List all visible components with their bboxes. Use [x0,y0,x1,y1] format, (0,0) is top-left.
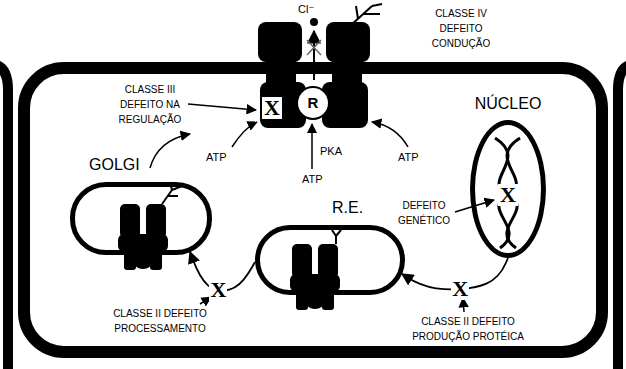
label-holder: PKA [320,144,342,158]
chloride-ion [310,18,318,26]
label-holder: ATP [206,150,227,164]
golgi-protein [118,204,168,270]
channel-subunit [332,56,362,86]
regulatory-domain-circle: R [296,86,330,120]
glycan-branch [356,6,358,19]
glycan-branch [372,4,382,6]
er-organelle: R.E. [255,225,405,295]
cftr-channel [258,22,370,128]
defect-class-label: CLASSE III DEFEITO NA REGULAÇÃO [112,82,188,127]
glycan-branch [364,13,380,15]
conduction-cross [307,40,321,55]
defect-mark: X [498,184,518,206]
conduction-cross [307,40,321,55]
chloride-flow-arrow [313,31,315,80]
dna-strand [499,138,520,248]
glycan-branch [168,195,178,197]
atp-arrow [372,122,408,147]
label-holder: X [451,278,469,300]
label-holder: ATP [302,172,323,186]
channel-subunit [266,56,296,86]
atp-label: ATP [302,172,323,186]
label-holder: X [262,97,282,119]
organelle-name: NÚCLEO [458,95,558,113]
label-holder: CLASSE IV DEFEITO CONDUÇÃO [428,6,494,51]
glycan-branch [336,230,341,236]
protein-part [292,244,312,278]
domain-letter: R [298,88,328,118]
golgi-organelle: GOLGI [70,182,212,255]
organelle-name: GOLGI [89,156,169,174]
atp-label: ATP [398,150,419,164]
protein-part [318,244,338,278]
defect-mark: X [209,279,227,301]
label-holder: CLASSE III DEFEITO NA REGULAÇÃO [112,82,188,127]
ion-label: Cl⁻ [298,2,314,16]
atp-label: ATP [206,150,227,164]
glycan-stub [332,230,341,244]
glycan-branch [350,6,372,26]
protein-part [146,204,166,238]
label-holder: ATP [398,150,419,164]
glycan-branch [332,230,336,236]
leader-arrow [188,104,256,110]
defect-class-label: CLASSE IV DEFEITO CONDUÇÃO [428,6,494,51]
defect-mark: X [262,97,282,119]
neighbour-cell-membrane [618,64,626,369]
label-holder: DEFEITO GENÉTICO [396,198,452,228]
atp-arrow [232,122,257,147]
label-holder: Cl⁻ [298,2,314,16]
transport-arrow [150,134,190,168]
protein-part [120,204,140,238]
neighbour-cell-membrane [0,64,8,369]
cell-membrane [24,68,602,352]
glycan-branch [335,236,337,244]
defect-mark: X [451,278,469,300]
label-holder: CLASSE II DEFEITO PROCESSAMENTO [110,306,210,336]
defect-class-label: CLASSE II DEFEITO PROCESSAMENTO [110,306,210,336]
er-protein [290,244,340,310]
kinase-label: PKA [320,144,342,158]
defect-label: DEFEITO GENÉTICO [396,198,452,228]
atp-arrow [311,124,313,169]
label-holder: X [498,184,518,206]
glycan-tree [350,4,382,26]
organelle-name: R.E. [332,199,402,217]
defect-class-label: CLASSE II DEFEITO PRODUÇÃO PROTÉICA [410,314,526,344]
label-holder: X [209,279,227,301]
label-holder: CLASSE II DEFEITO PRODUÇÃO PROTÉICA [410,314,526,344]
